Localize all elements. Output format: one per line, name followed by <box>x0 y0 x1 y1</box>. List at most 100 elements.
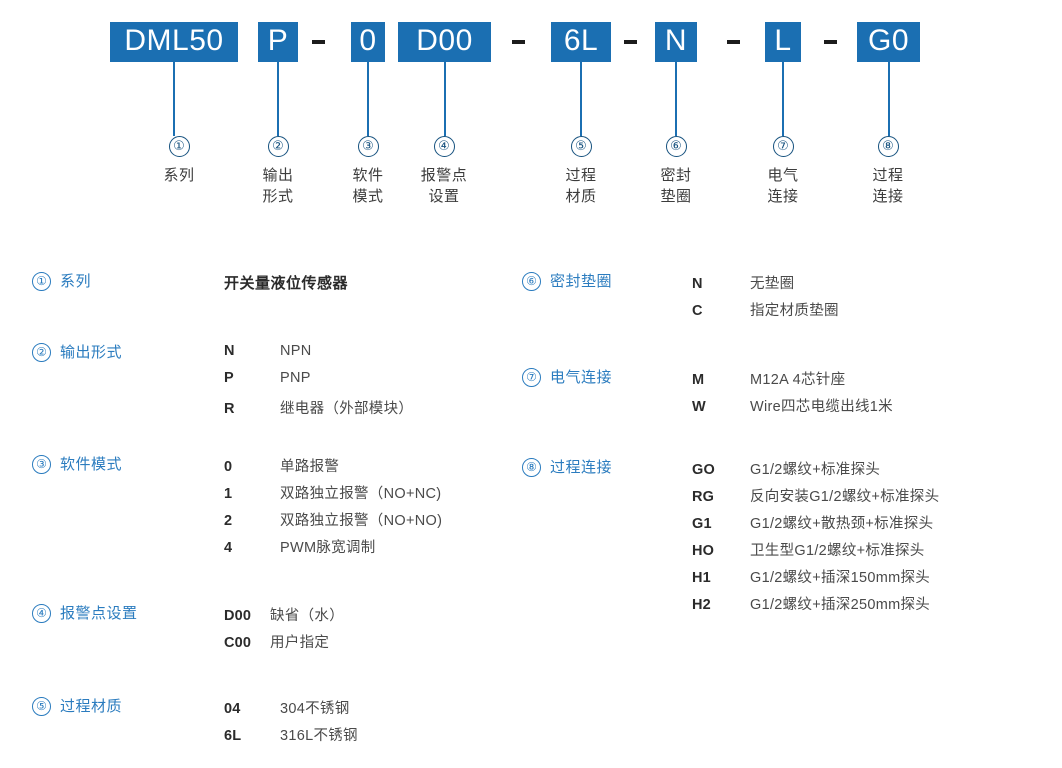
legend-option: D00 缺省（水） <box>224 604 344 631</box>
legend-option-desc: G1/2螺纹+标准探头 <box>750 462 881 478</box>
legend-option-desc: G1/2螺纹+散热颈+标准探头 <box>750 516 934 532</box>
legend-option-desc: PNP <box>280 370 311 386</box>
legend-index-circle: ⑧ <box>522 458 541 477</box>
code-index-circle-8: ⑧ <box>877 136 899 157</box>
code-index-caption-6: 密封 垫圈 <box>660 167 692 205</box>
code-index-circle-3: ③ <box>357 136 379 157</box>
legend-option-desc: NPN <box>280 343 312 359</box>
code-separator-dash <box>312 40 325 44</box>
legend-option: G1 G1/2螺纹+散热颈+标准探头 <box>692 512 939 539</box>
leader-line-2 <box>277 62 279 136</box>
legend-option-desc: 继电器（外部模块） <box>280 401 414 417</box>
legend-option-code: D00 <box>224 608 252 624</box>
leader-line-5 <box>580 62 582 136</box>
code-index-circle-5: ⑤ <box>570 136 592 157</box>
legend-option-desc: G1/2螺纹+插深250mm探头 <box>750 597 931 613</box>
legend-option: C 指定材质垫圈 <box>692 299 839 326</box>
code-separator-dash <box>727 40 740 44</box>
legend-index-circle: ③ <box>32 455 51 474</box>
legend-option-list: D00 缺省（水） C00 用户指定 <box>224 604 344 658</box>
legend-category-title: 过程连接 <box>550 459 613 476</box>
code-segment-2: P <box>258 22 298 62</box>
legend-category-title: 密封垫圈 <box>550 273 613 290</box>
legend-option-code: 04 <box>224 701 241 717</box>
legend-option-desc: 用户指定 <box>270 635 330 651</box>
code-segment-5: 6L <box>551 22 611 62</box>
code-index-caption-4: 报警点 设置 <box>420 167 468 205</box>
legend-option: 2 双路独立报警（NO+NO) <box>224 509 442 536</box>
code-segment-1: DML50 <box>110 22 238 62</box>
legend-option-code: H2 <box>692 597 711 613</box>
legend-category-title: 输出形式 <box>60 344 123 361</box>
legend-option-code: N <box>224 343 235 359</box>
legend-option-code: GO <box>692 462 715 478</box>
legend-option-desc: 316L不锈钢 <box>280 728 358 744</box>
legend-option-code: 1 <box>224 486 233 502</box>
code-index-caption-8: 过程 连接 <box>872 167 904 205</box>
legend-option-code: 4 <box>224 540 233 556</box>
code-segment-6: N <box>655 22 697 62</box>
legend-option: 04 304不锈钢 <box>224 697 358 724</box>
legend-option-code: H1 <box>692 570 711 586</box>
legend-index-circle: ⑥ <box>522 272 541 291</box>
legend-index-circle: ④ <box>32 604 51 623</box>
legend-index-circle: ① <box>32 272 51 291</box>
legend-option-desc: 双路独立报警（NO+NO) <box>280 513 443 529</box>
legend-option-code: HO <box>692 543 715 559</box>
legend-option-desc: 单路报警 <box>280 459 340 475</box>
leader-line-4 <box>443 62 446 136</box>
legend-option: P PNP <box>224 370 413 397</box>
legend-option-code: 2 <box>224 513 233 529</box>
code-index-caption-2: 输出 形式 <box>262 167 294 205</box>
code-index-caption-3: 软件 模式 <box>352 167 384 205</box>
legend-option-code: R <box>224 401 235 417</box>
legend-option: GO G1/2螺纹+标准探头 <box>692 458 939 485</box>
legend-category-title: 软件模式 <box>60 456 123 473</box>
legend-option-code: P <box>224 370 234 386</box>
code-segment-8: G0 <box>857 22 920 62</box>
legend-option-desc: 304不锈钢 <box>280 701 350 717</box>
leader-line-1 <box>173 62 175 136</box>
legend-option: 4 PWM脉宽调制 <box>224 536 442 563</box>
leader-line-6 <box>675 62 677 136</box>
legend-option-desc: 指定材质垫圈 <box>750 303 839 319</box>
legend-option-code: 0 <box>224 459 233 475</box>
code-segment-4: D00 <box>398 22 491 62</box>
legend-option-list: 0 单路报警 1 双路独立报警（NO+NC) 2 双路独立报警（NO+NO) 4 PWM脉宽调… <box>224 455 442 563</box>
leader-line-7 <box>782 62 784 136</box>
code-index-circle-1: ① <box>168 136 190 157</box>
legend-option: N NPN <box>224 343 413 370</box>
legend-category-title: 系列 <box>60 273 92 290</box>
code-index-circle-7: ⑦ <box>772 136 794 157</box>
legend-option-code: G1 <box>692 516 712 532</box>
code-index-caption-1: 系列 <box>163 167 195 184</box>
code-segment-7: L <box>765 22 801 62</box>
legend-option-desc: 缺省（水） <box>270 608 344 624</box>
legend-option: R 继电器（外部模块） <box>224 397 413 424</box>
legend-option-desc: PWM脉宽调制 <box>280 540 376 556</box>
leader-line-8 <box>887 62 890 136</box>
legend-option-list: N NPN P PNP R 继电器（外部模块） <box>224 343 413 424</box>
code-index-circle-6: ⑥ <box>665 136 687 157</box>
legend-option-desc: 双路独立报警（NO+NC) <box>280 486 442 502</box>
legend-option-code: C <box>692 303 703 319</box>
legend-option-desc: 无垫圈 <box>750 276 795 292</box>
code-separator-dash <box>624 40 637 44</box>
legend-option-desc: Wire四芯电缆出线1米 <box>750 399 893 415</box>
legend-option-desc: M12A 4芯针座 <box>750 372 846 388</box>
legend-option-code: C00 <box>224 635 252 651</box>
legend-category-title: 电气连接 <box>550 369 613 386</box>
code-index-circle-4: ④ <box>433 136 455 157</box>
legend-option: H2 G1/2螺纹+插深250mm探头 <box>692 593 939 620</box>
